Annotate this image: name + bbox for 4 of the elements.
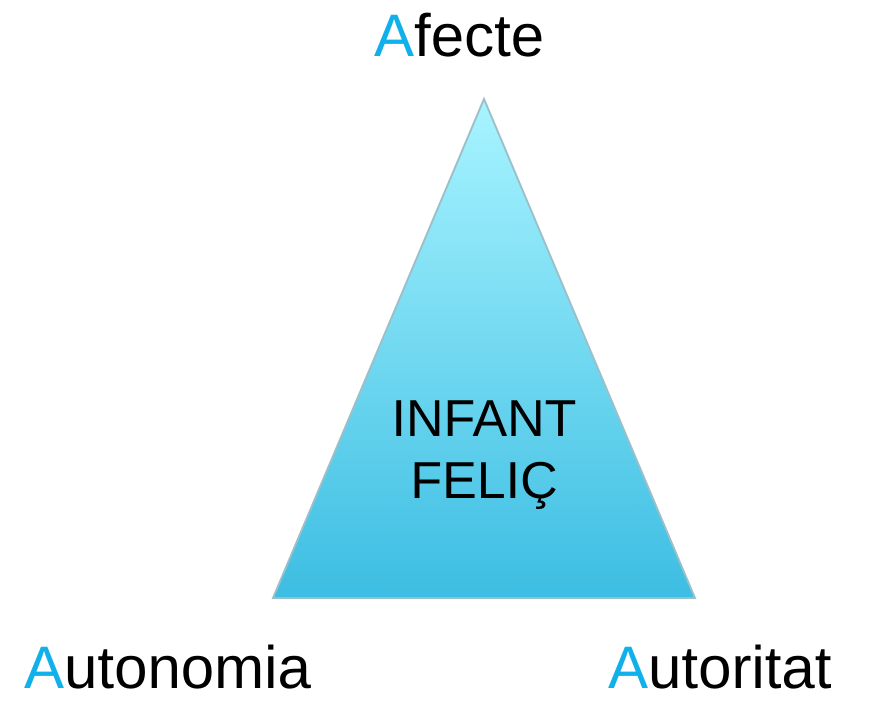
corner-label: Afecte xyxy=(374,4,544,68)
corner-label: Autoritat xyxy=(608,636,832,700)
corner-label: Autonomia xyxy=(24,636,311,700)
center-text: INFANT FELIÇ xyxy=(390,389,578,512)
